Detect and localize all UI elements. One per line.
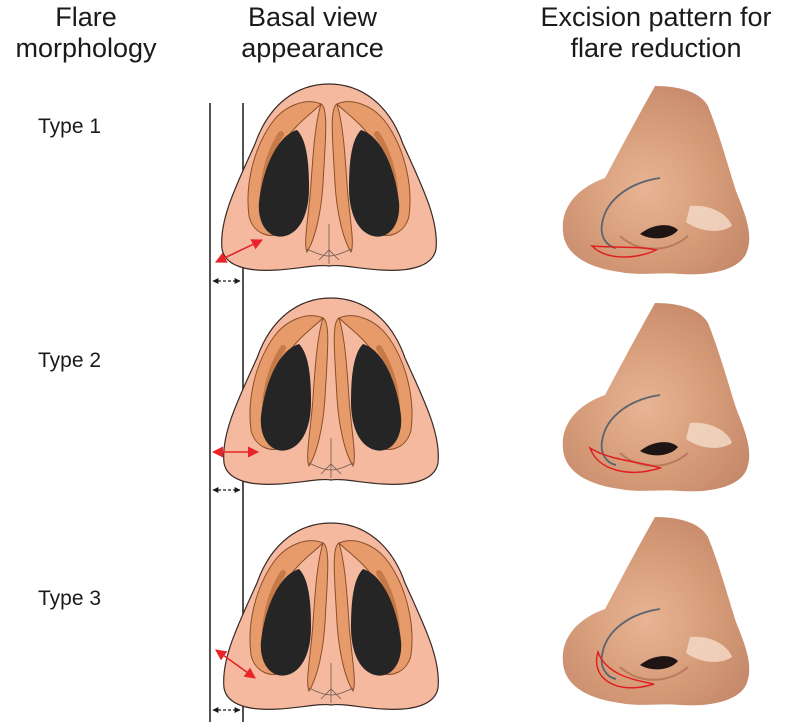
nose-basal-view-type-1 bbox=[212, 84, 436, 284]
type-2-label: Type 2 bbox=[38, 349, 102, 372]
nose-basal-view-type-2 bbox=[211, 298, 438, 493]
nose-profile-type-3 bbox=[561, 516, 751, 707]
header-flare-morphology: Flare morphology bbox=[15, 2, 157, 63]
type-1-label: Type 1 bbox=[38, 115, 102, 138]
flare-arrow-type-3 bbox=[215, 649, 256, 679]
flare-arrow-type-1 bbox=[214, 239, 264, 263]
header-basal-view: Basal view appearance bbox=[241, 2, 384, 63]
nose-profile-type-1 bbox=[561, 85, 751, 276]
excision-pattern-type-1 bbox=[590, 245, 659, 258]
nose-basal-view-type-3 bbox=[212, 523, 438, 713]
excision-pattern-type-3 bbox=[595, 649, 655, 689]
header-excision-pattern: Excision pattern for flare reduction bbox=[540, 2, 772, 63]
excision-pattern-type-2 bbox=[588, 446, 663, 473]
type-3-label: Type 3 bbox=[38, 587, 102, 610]
nose-profile-type-2 bbox=[561, 302, 751, 493]
